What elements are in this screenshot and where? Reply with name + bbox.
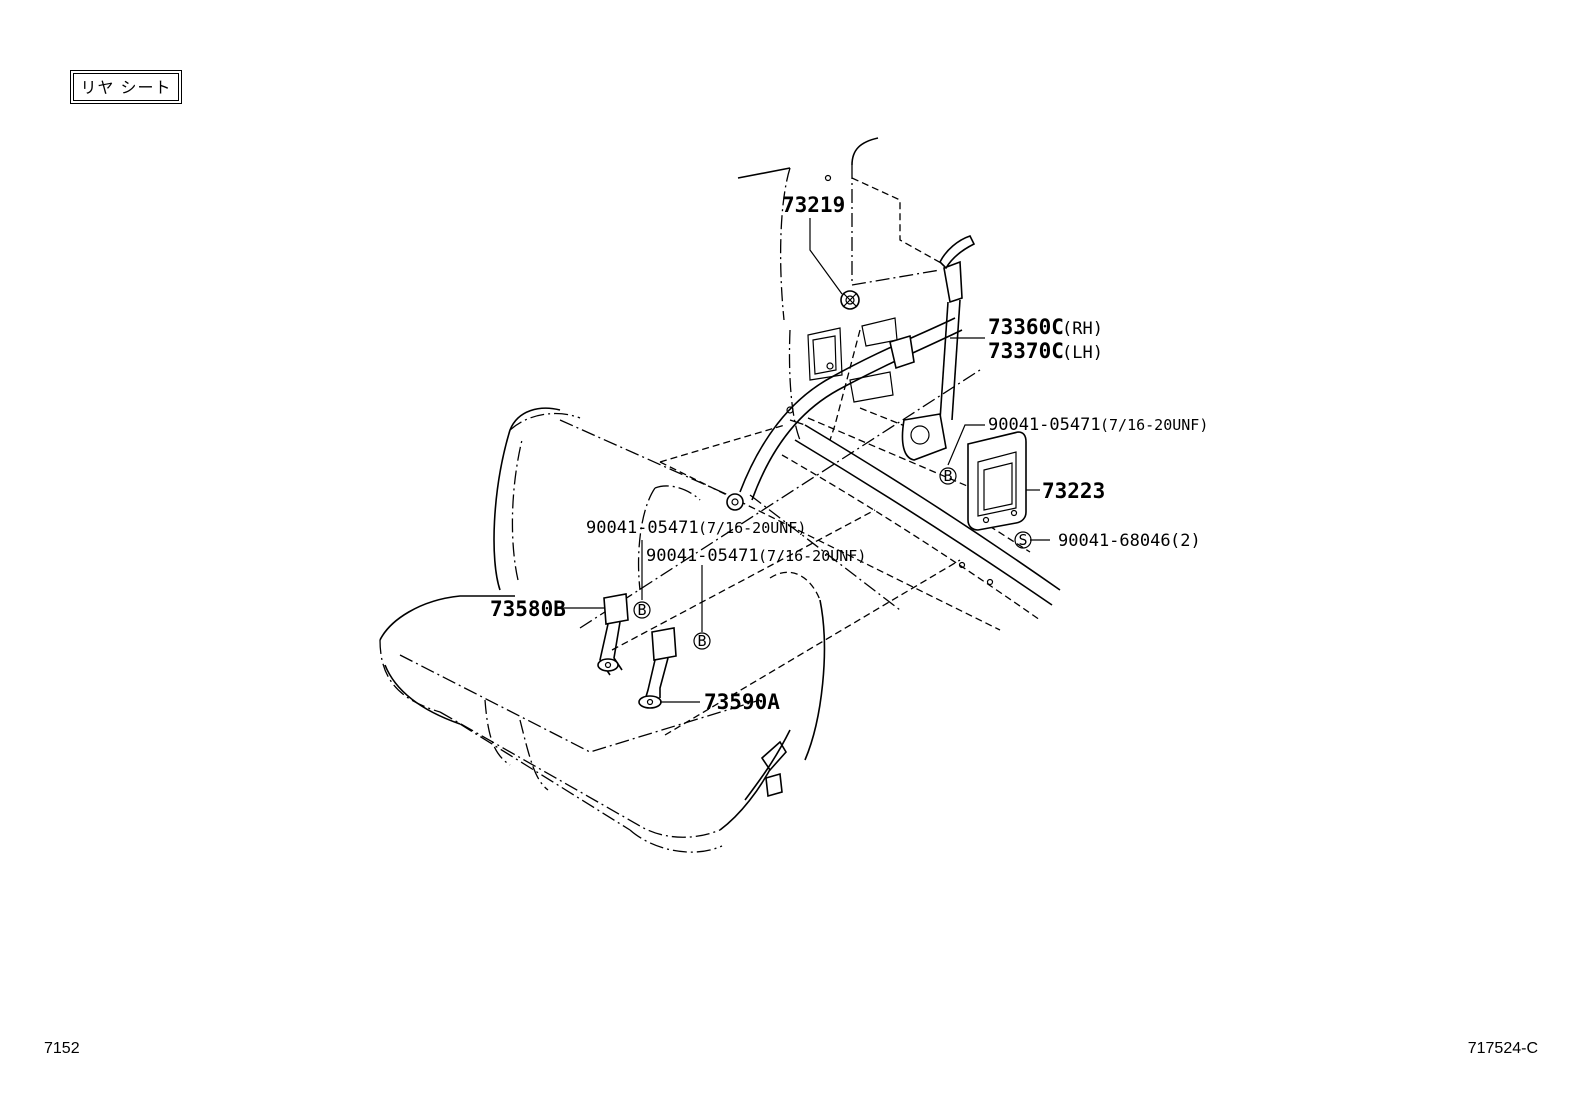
bolt-mid2-number: 90041-05471 bbox=[646, 546, 759, 566]
part-73580b: 73580B bbox=[490, 597, 566, 621]
screw-number: 90041-68046 bbox=[1058, 531, 1171, 551]
section-title: リヤ シート bbox=[70, 70, 182, 104]
part-73590a: 73590A bbox=[704, 690, 780, 714]
bolt-marker-right: B bbox=[693, 632, 711, 650]
screw-marker: S bbox=[1014, 531, 1032, 549]
part-73360c: 73360C bbox=[988, 315, 1064, 339]
bolt-marker-upper: B bbox=[939, 467, 957, 485]
bolt-upper-spec: (7/16-20UNF) bbox=[1100, 416, 1208, 434]
part-73223: 73223 bbox=[1042, 479, 1105, 503]
screw-marker-letter: S bbox=[1018, 531, 1027, 549]
buckle-73580b bbox=[597, 593, 629, 676]
footer-page-code: 7152 bbox=[44, 1040, 80, 1057]
bolt-mid2-spec: (7/16-20UNF) bbox=[758, 547, 866, 565]
retractor-belt-assembly bbox=[726, 235, 976, 511]
part-73360c-side: (RH) bbox=[1062, 319, 1103, 339]
bolt-upper-number: 90041-05471 bbox=[988, 415, 1101, 435]
label-leaders bbox=[562, 218, 1050, 703]
bolt-marker-right-letter: B bbox=[697, 632, 706, 650]
buckle-73590a bbox=[638, 627, 677, 709]
bolt-mid1-spec: (7/16-20UNF) bbox=[698, 519, 806, 537]
belt-anchor-cover bbox=[840, 290, 860, 310]
part-73219: 73219 bbox=[782, 193, 845, 217]
body-panel-outline bbox=[737, 137, 1061, 621]
screw-qty: (2) bbox=[1170, 531, 1201, 551]
leader-projection-lines bbox=[559, 369, 1031, 736]
bolt-marker-left: B bbox=[633, 601, 651, 619]
part-73370c-side: (LH) bbox=[1062, 343, 1103, 363]
bolt-marker-left-letter: B bbox=[637, 601, 646, 619]
part-73370c: 73370C bbox=[988, 339, 1064, 363]
rear-seat bbox=[379, 407, 826, 853]
bolt-marker-upper-letter: B bbox=[943, 467, 952, 485]
retractor-cover bbox=[967, 431, 1027, 531]
bolt-mid1-number: 90041-05471 bbox=[586, 518, 699, 538]
footer-illustration-code: 717524-C bbox=[1467, 1040, 1538, 1057]
